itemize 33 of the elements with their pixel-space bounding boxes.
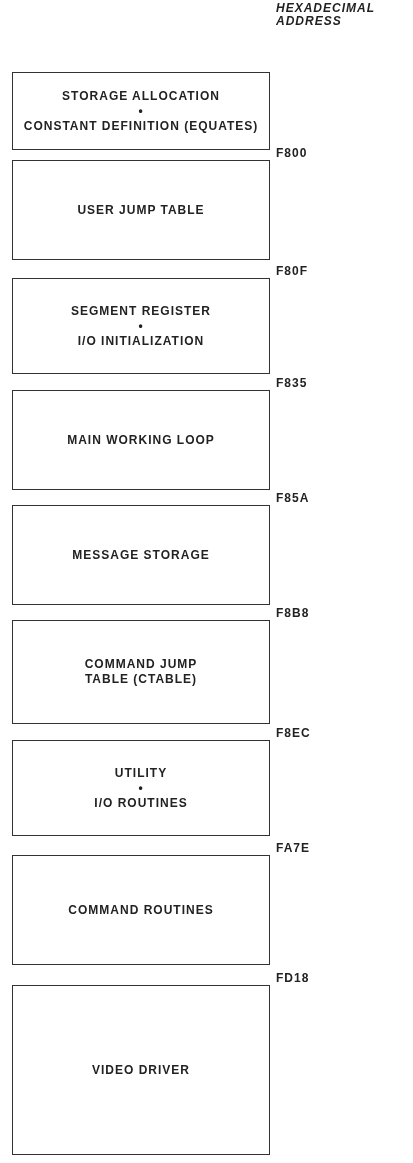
block-text: COMMAND JUMP TABLE (CTABLE) [83, 657, 199, 687]
memory-block [12, 855, 270, 965]
address-label: F85A [276, 491, 310, 505]
block-text: I/O ROUTINES [94, 795, 188, 811]
block-text: I/O INITIALIZATION [77, 333, 205, 349]
column-heading: HEXADECIMAL ADDRESS [276, 2, 376, 28]
memory-block [12, 505, 270, 605]
block-text: CONSTANT DEFINITION (EQUATES) [23, 118, 259, 134]
memory-block [12, 72, 270, 150]
block-text: MAIN WORKING LOOP [67, 432, 215, 448]
memory-block [12, 278, 270, 374]
block-text: • [138, 780, 144, 796]
address-label: F835 [276, 376, 308, 390]
memory-block [12, 160, 270, 260]
block-text: • [138, 318, 144, 334]
block-text: MESSAGE STORAGE [72, 547, 210, 563]
address-label: F8B8 [276, 606, 310, 620]
block-text: STORAGE ALLOCATION [62, 88, 220, 104]
block-text: SEGMENT REGISTER [71, 303, 211, 319]
block-text: VIDEO DRIVER [92, 1062, 190, 1078]
block-text: • [138, 103, 144, 119]
address-label: F80F [276, 264, 308, 278]
memory-block [12, 740, 270, 836]
memory-block [12, 390, 270, 490]
memory-block [12, 620, 270, 724]
address-label: F800 [276, 146, 308, 160]
block-text: UTILITY [114, 765, 168, 781]
block-text: USER JUMP TABLE [77, 202, 205, 218]
address-label: FA7E [276, 841, 310, 855]
block-text: COMMAND ROUTINES [68, 902, 214, 918]
address-label: FD18 [276, 971, 310, 985]
address-label: F8EC [276, 726, 311, 740]
memory-block [12, 985, 270, 1155]
